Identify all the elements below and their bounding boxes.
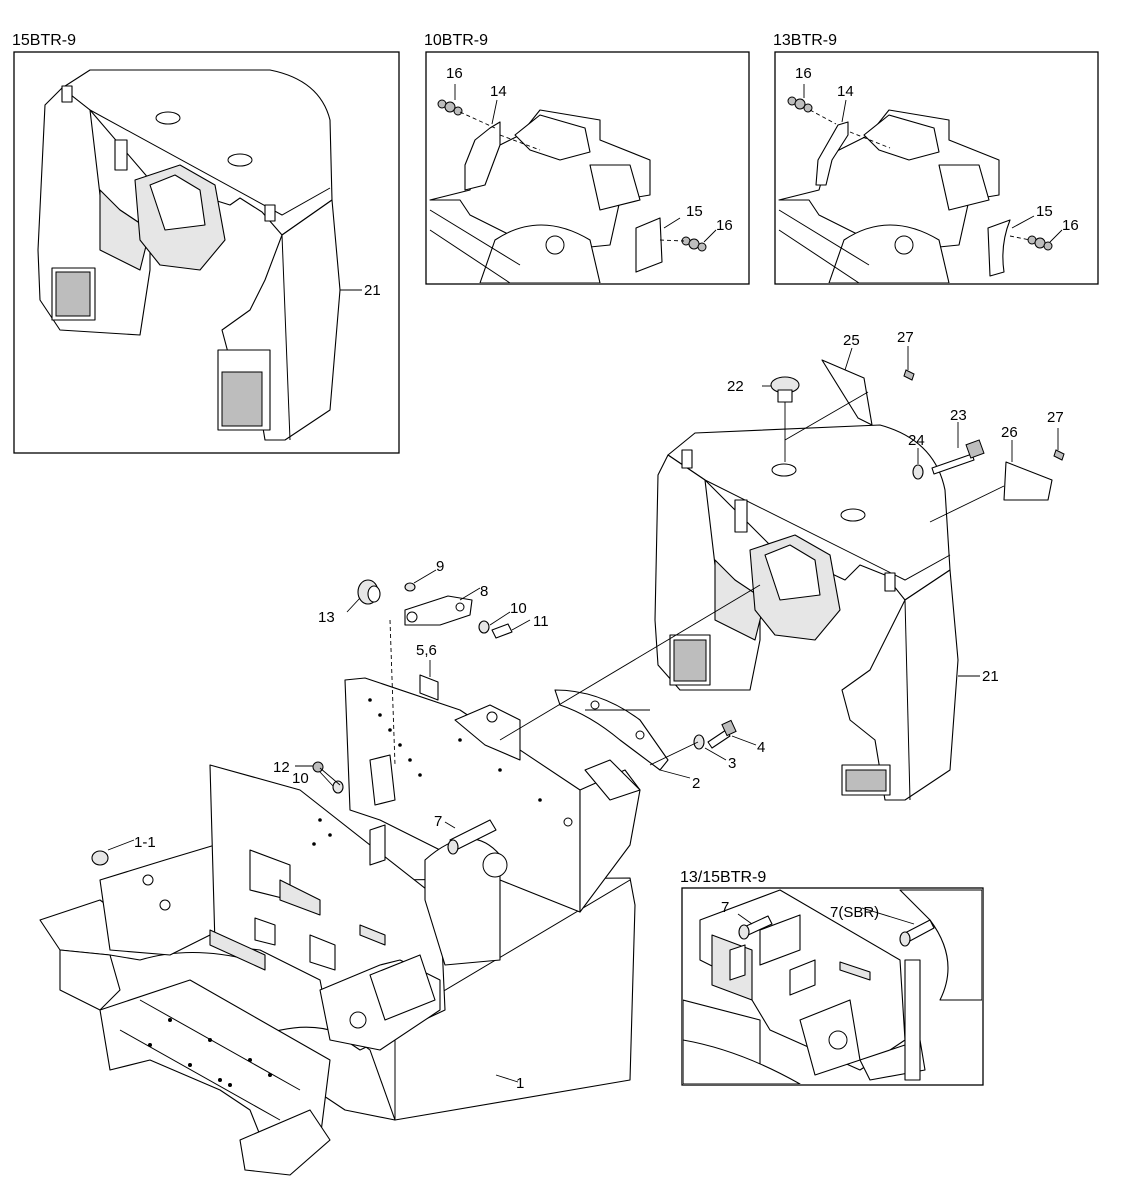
inset-1315btr9: 13/15BTR-9: [680, 869, 984, 1086]
inset-frame-15btr9: [13, 51, 400, 454]
callout-1: 1: [516, 1075, 524, 1092]
callout-27b: 27: [1047, 409, 1064, 426]
callout-9: 9: [436, 558, 444, 575]
inset-frame-10btr9: [425, 51, 750, 285]
callout-13: 13: [318, 609, 335, 626]
inset-15btr9: 15BTR-9: [12, 32, 400, 454]
callout-21-main: 21: [982, 668, 999, 685]
counterweight-hardware: [762, 346, 1065, 523]
view-title-15btr9: 15BTR-9: [12, 32, 76, 49]
inset-frame-13btr9: [774, 51, 1099, 285]
view-title-13btr9: 13BTR-9: [773, 32, 837, 49]
callout-11: 11: [533, 613, 549, 630]
callout-7: 7: [434, 813, 442, 830]
view-title-1315btr9: 13/15BTR-9: [680, 869, 766, 886]
counterweight-inset: 21: [37, 69, 381, 441]
plate-inset-10btr9: 16 14 15 16: [429, 65, 733, 283]
callout-27a: 27: [897, 329, 914, 346]
inset-13btr9: 13BTR-9: [773, 32, 1099, 285]
callout-1-1: 1-1: [134, 834, 156, 851]
callout-8: 8: [480, 583, 488, 600]
callout-15-13: 15: [1036, 203, 1053, 220]
callout-16-10a: 16: [446, 65, 463, 82]
callout-25: 25: [843, 332, 860, 349]
callout-7-sbr: 7(SBR): [830, 904, 879, 921]
callout-23: 23: [950, 407, 967, 424]
main-leaders: [107, 569, 757, 1083]
callout-22: 22: [727, 378, 744, 395]
inset-10btr9: 10BTR-9: [424, 32, 750, 285]
roller-inset: 7 7(SBR): [683, 889, 982, 1084]
callout-5-6: 5,6: [416, 642, 437, 659]
callout-15-10: 15: [686, 203, 703, 220]
view-title-10btr9: 10BTR-9: [424, 32, 488, 49]
callout-2: 2: [692, 775, 700, 792]
callout-10a: 10: [510, 600, 527, 617]
frame-assembly: [39, 579, 761, 1176]
plate-inset-13btr9: 16 14 15 16: [778, 65, 1079, 283]
inset-frame-1315btr9: [681, 887, 984, 1086]
callout-24: 24: [908, 432, 925, 449]
callout-10b: 10: [292, 770, 309, 787]
callout-16-10b: 16: [716, 217, 733, 234]
callout-4: 4: [757, 739, 765, 756]
callout-12: 12: [273, 759, 290, 776]
callout-16-13a: 16: [795, 65, 812, 82]
callout-14-13: 14: [837, 83, 854, 100]
callout-3: 3: [728, 755, 736, 772]
callout-14-10: 14: [490, 83, 507, 100]
callout-16-13b: 16: [1062, 217, 1079, 234]
callout-21-inset: 21: [364, 282, 381, 299]
counterweight-main: [654, 424, 980, 801]
callout-7-inset: 7: [721, 899, 729, 916]
callout-26: 26: [1001, 424, 1018, 441]
